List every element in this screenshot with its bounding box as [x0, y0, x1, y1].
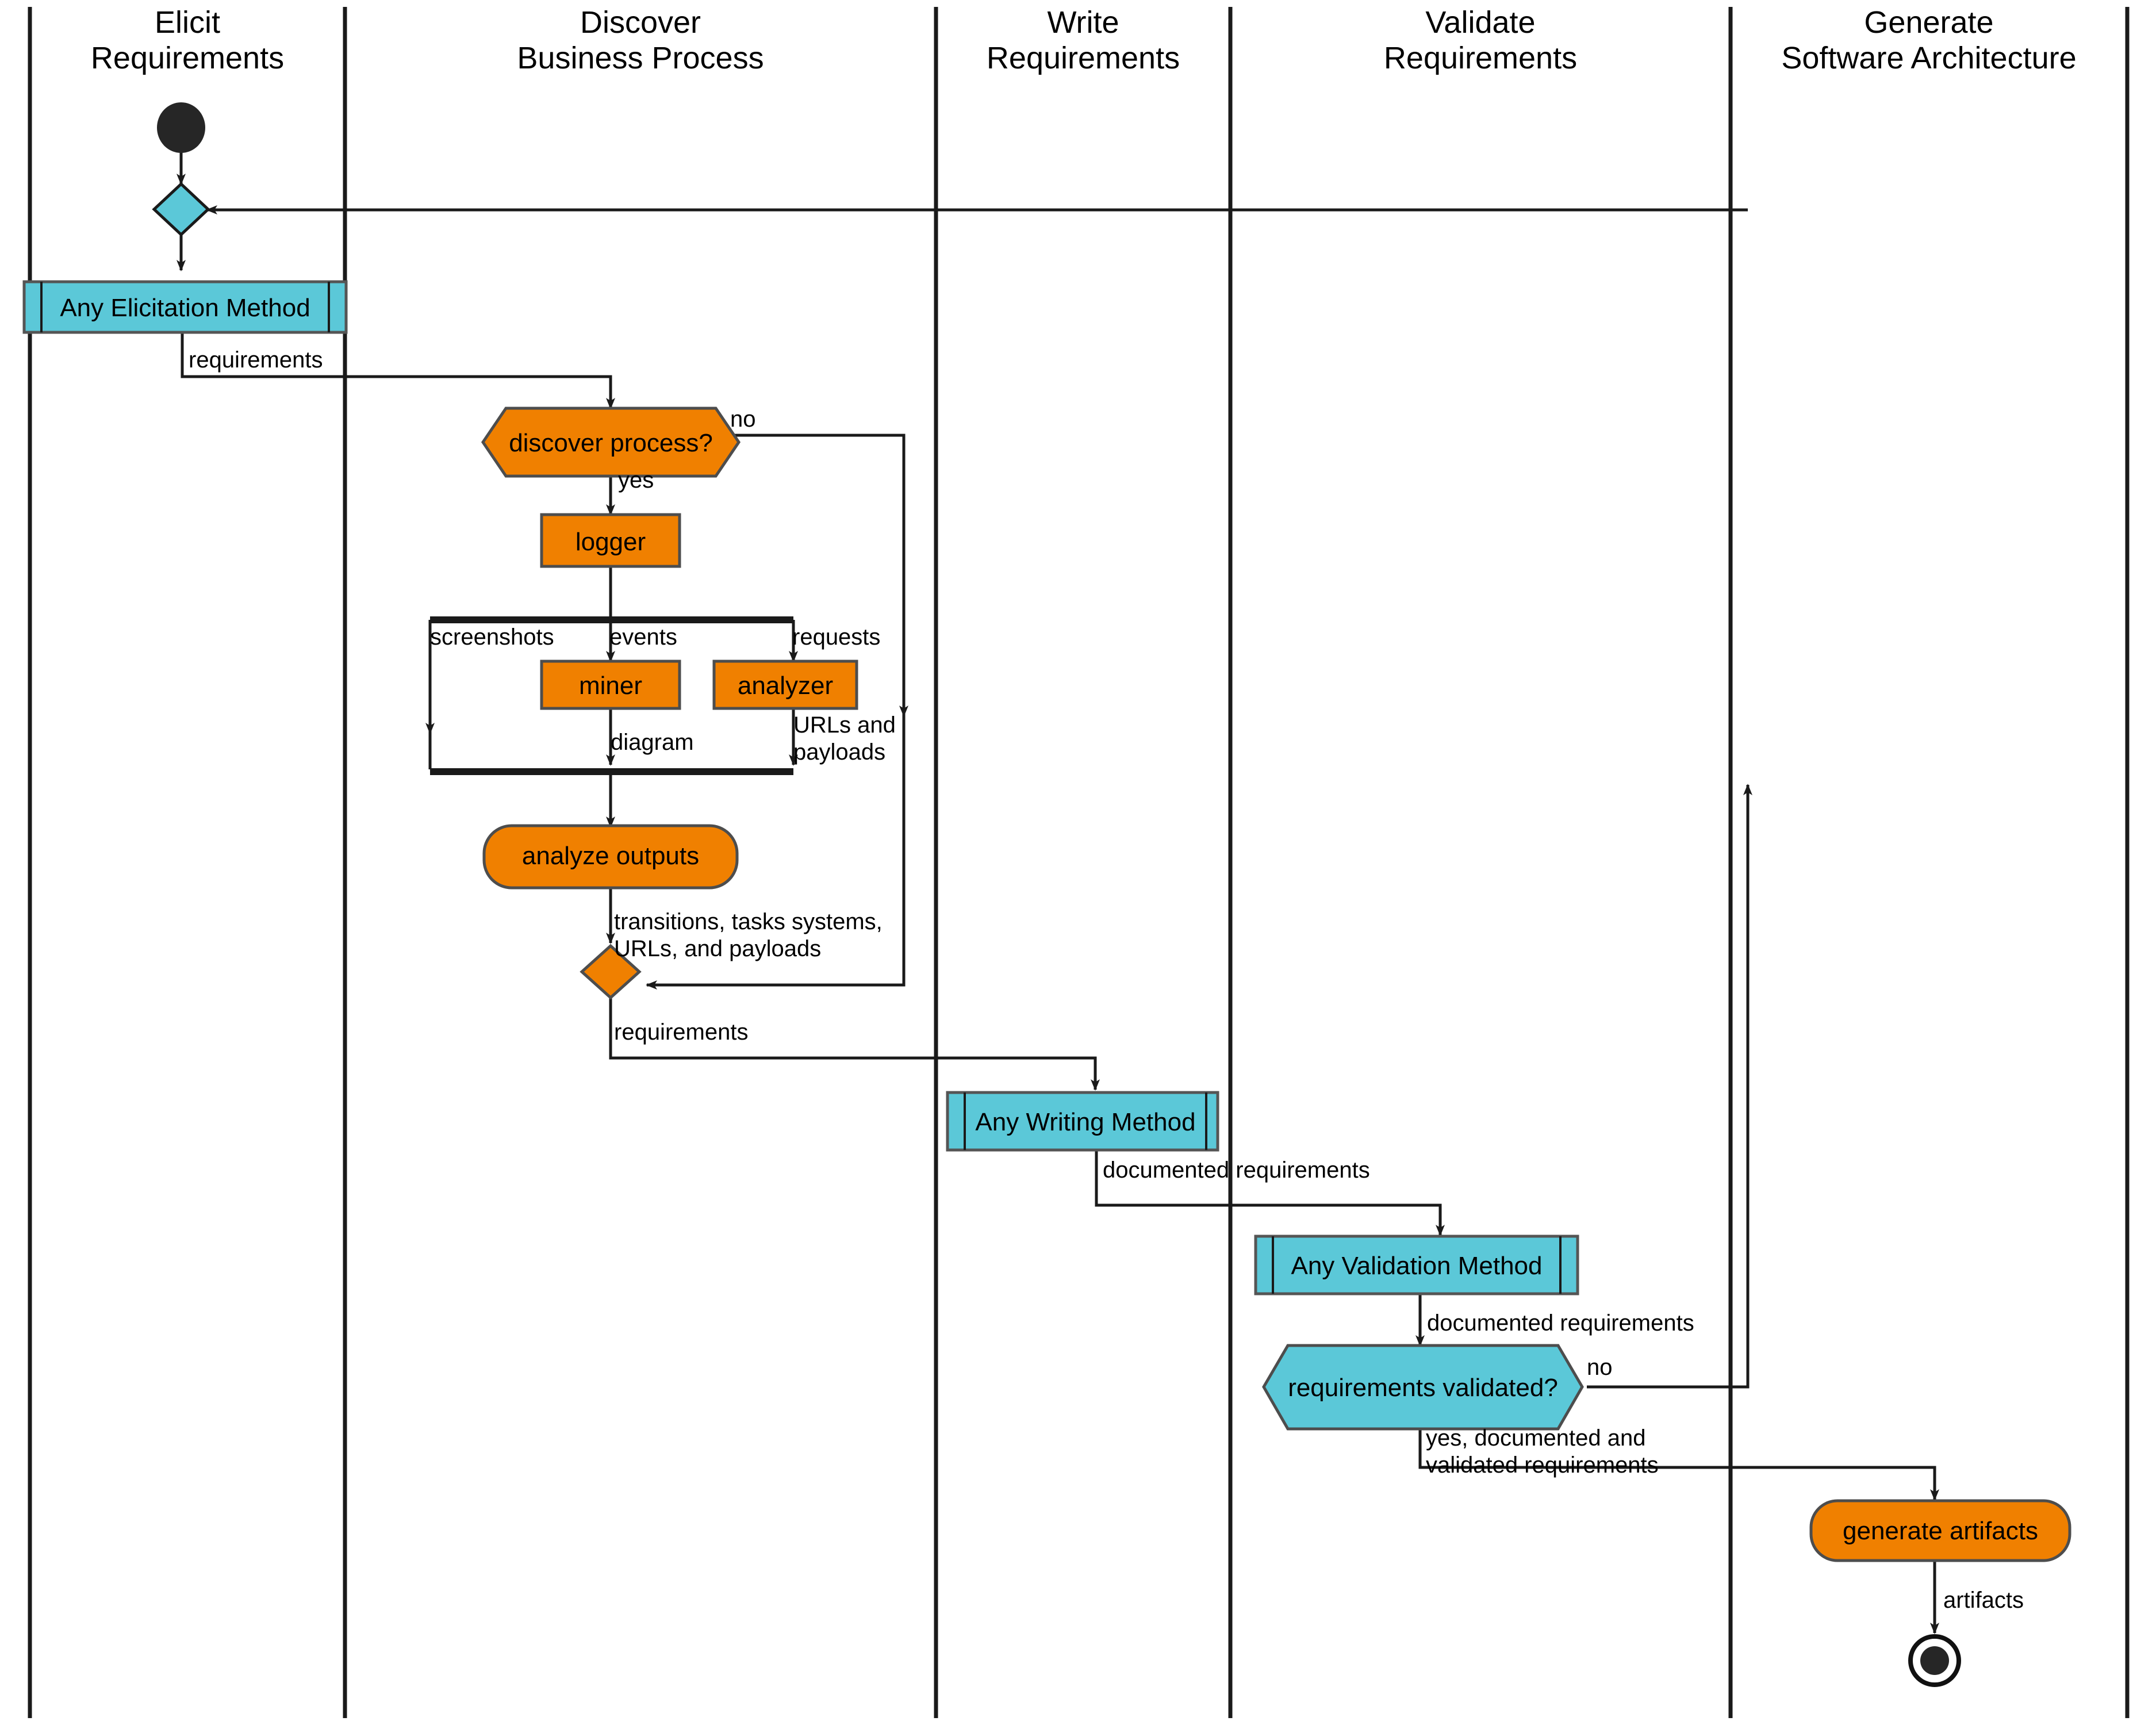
- merge-node-top: [152, 182, 210, 237]
- edge-label-diagram: diagram: [611, 730, 694, 755]
- edge-no-validated-right-up: [1587, 805, 1750, 1389]
- lane-title-write: Write Requirements: [986, 5, 1180, 76]
- edge-label-urls-and-payloads: URLs and payloads: [793, 712, 896, 765]
- node-analyzer: [712, 660, 858, 710]
- edge-label-screenshots: screenshots: [430, 624, 554, 650]
- edge-label-artifacts: artifacts: [1943, 1588, 2024, 1613]
- edge-label-transitions-tasks: transitions, tasks systems, URLs, and pa…: [614, 909, 883, 962]
- edge-label-requirements-discover: requirements: [614, 1019, 749, 1045]
- lane-title-generate: Generate Software Architecture: [1781, 5, 2077, 76]
- edge-label-documented-requirements-write: documented requirements: [1103, 1157, 1370, 1183]
- node-discover-process-decision: [481, 407, 741, 478]
- lane-title-discover: Discover Business Process: [517, 5, 764, 76]
- edge-label-yes-discover: yes: [618, 467, 654, 493]
- edge-label-no-discover: no: [730, 407, 756, 432]
- edge-merge-to-writing: [609, 998, 1100, 1091]
- lane-dividers: [28, 7, 2130, 1718]
- node-miner: [540, 660, 681, 710]
- flow-edges: [177, 147, 1939, 1634]
- node-any-validation-method: [1254, 1235, 1579, 1295]
- lane-title-elicit: Elicit Requirements: [90, 5, 285, 76]
- edge-label-requests: requests: [792, 624, 881, 650]
- edge-no-to-merge: [646, 434, 906, 990]
- node-any-elicitation-method: [22, 280, 348, 334]
- node-requirements-validated-decision: [1262, 1344, 1584, 1431]
- node-logger: [540, 513, 681, 568]
- initial-node: [157, 102, 205, 153]
- edge-yes-validated-to-generate: [1418, 1429, 1939, 1501]
- edge-label-no-validated: no: [1587, 1355, 1613, 1380]
- edge-elicitation-to-discover: [181, 331, 615, 409]
- edge-label-documented-requirements-validate: documented requirements: [1427, 1310, 1694, 1336]
- lane-title-validate: Validate Requirements: [1383, 5, 1578, 76]
- edge-label-requirements-elicit: requirements: [189, 347, 323, 373]
- node-analyze-outputs: [482, 824, 739, 890]
- node-any-writing-method: [946, 1091, 1219, 1152]
- final-node: [1908, 1634, 1961, 1687]
- edge-label-events: events: [609, 624, 677, 650]
- merge-node-discover: [580, 944, 642, 1000]
- node-generate-artifacts: [1809, 1499, 2071, 1562]
- edge-writing-to-validation: [1095, 1150, 1445, 1236]
- edge-label-yes-validated: yes, documented and validated requiremen…: [1426, 1425, 1659, 1478]
